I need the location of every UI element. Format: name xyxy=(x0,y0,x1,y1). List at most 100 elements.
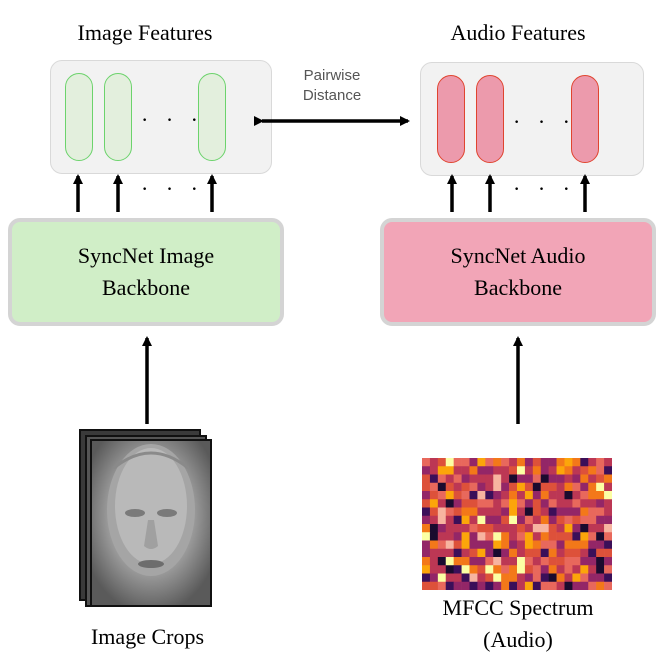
mfcc-cell xyxy=(477,507,486,517)
mfcc-cell xyxy=(540,524,549,533)
mfcc-cell xyxy=(485,557,494,566)
mfcc-cell xyxy=(596,491,605,500)
mfcc-cell xyxy=(429,524,439,533)
mfcc-cell xyxy=(493,581,502,590)
mfcc-cell xyxy=(572,557,581,566)
mfcc-cell xyxy=(509,565,518,574)
mfcc-cell xyxy=(461,573,470,583)
mfcc-cell xyxy=(437,466,447,475)
mfcc-cell xyxy=(556,573,565,583)
pairwise-label-line2: Distance xyxy=(302,87,362,104)
mfcc-cell xyxy=(588,581,597,590)
mfcc-cell xyxy=(453,557,462,566)
mfcc-cell xyxy=(445,524,454,533)
image-feature-vector-2 xyxy=(104,73,132,161)
mfcc-cell xyxy=(485,474,494,484)
mfcc-cell xyxy=(588,532,597,541)
mfcc-cell xyxy=(485,565,494,574)
mfcc-cell xyxy=(588,540,597,550)
mfcc-cell xyxy=(556,499,565,508)
mfcc-cell xyxy=(524,524,534,533)
mfcc-cell xyxy=(437,515,447,525)
image-crops-label: Image Crops xyxy=(90,624,205,649)
mfcc-cell xyxy=(501,458,510,467)
mfcc-cell xyxy=(477,499,486,508)
audio-feature-ellipsis: · · · xyxy=(513,109,576,134)
mfcc-cell xyxy=(469,573,478,583)
mfcc-cell xyxy=(485,581,494,590)
mfcc-cell xyxy=(469,515,478,525)
mfcc-cell xyxy=(493,491,502,500)
mfcc-cell xyxy=(461,540,470,550)
mfcc-cell xyxy=(445,491,454,500)
mfcc-cell xyxy=(501,482,510,492)
mfcc-cell xyxy=(485,491,494,500)
mfcc-cell xyxy=(461,491,470,500)
mfcc-cell xyxy=(588,474,597,484)
mfcc-cell xyxy=(556,532,565,541)
mfcc-cell xyxy=(588,515,597,525)
mfcc-label-line1: MFCC Spectrum xyxy=(442,595,594,620)
mfcc-cell xyxy=(477,565,486,574)
mfcc-cell xyxy=(532,507,542,517)
mfcc-cell xyxy=(422,573,431,583)
mfcc-cell xyxy=(548,466,557,475)
mfcc-cell xyxy=(461,565,470,574)
image-feature-vector-1 xyxy=(65,73,93,161)
mfcc-cell xyxy=(461,557,470,566)
mfcc-cell xyxy=(540,499,549,508)
mfcc-cell xyxy=(485,482,494,492)
mfcc-cell xyxy=(509,581,518,590)
mfcc-cell xyxy=(509,474,518,484)
image-crops-stack xyxy=(78,428,213,608)
mfcc-cell xyxy=(572,532,581,541)
mfcc-cell xyxy=(477,491,486,500)
mfcc-cell xyxy=(422,466,431,475)
mfcc-cell xyxy=(532,532,542,541)
mfcc-cell xyxy=(540,548,549,558)
mfcc-cell xyxy=(422,548,431,558)
mfcc-cell xyxy=(572,466,581,475)
mfcc-cell xyxy=(588,573,597,583)
mfcc-cell xyxy=(453,524,462,533)
mfcc-cell xyxy=(580,540,589,550)
mfcc-cell xyxy=(572,491,581,500)
mfcc-cell xyxy=(461,515,470,525)
mfcc-cell xyxy=(445,548,454,558)
mfcc-cell xyxy=(509,458,518,467)
mfcc-cell xyxy=(540,458,549,467)
mfcc-cell xyxy=(532,573,542,583)
mfcc-cell xyxy=(540,581,549,590)
mfcc-cell xyxy=(596,524,605,533)
mfcc-cell xyxy=(429,540,439,550)
mfcc-cell xyxy=(509,524,518,533)
mfcc-cell xyxy=(524,491,534,500)
mfcc-cell xyxy=(469,581,478,590)
mfcc-cell xyxy=(556,482,565,492)
mfcc-cell xyxy=(564,524,573,533)
mfcc-cell xyxy=(453,474,462,484)
mfcc-cell xyxy=(461,474,470,484)
mfcc-cell xyxy=(493,507,502,517)
mfcc-cell xyxy=(477,474,486,484)
mfcc-cell xyxy=(548,581,557,590)
mfcc-cell xyxy=(501,557,510,566)
mfcc-cell xyxy=(501,524,510,533)
mfcc-cell xyxy=(477,482,486,492)
mfcc-cell xyxy=(580,482,589,492)
mfcc-cell xyxy=(580,466,589,475)
mfcc-cell xyxy=(548,548,557,558)
mfcc-cell xyxy=(580,565,589,574)
mfcc-cell xyxy=(422,507,431,517)
mfcc-cell xyxy=(524,458,534,467)
mfcc-cell xyxy=(469,548,478,558)
mfcc-cell xyxy=(517,466,526,475)
mfcc-cell xyxy=(556,466,565,475)
mfcc-cell xyxy=(453,532,462,541)
mfcc-cell xyxy=(445,565,454,574)
mfcc-cell xyxy=(556,507,565,517)
mfcc-cell xyxy=(461,482,470,492)
mfcc-cell xyxy=(524,515,534,525)
mfcc-cell xyxy=(596,540,605,550)
mfcc-cell xyxy=(501,515,510,525)
